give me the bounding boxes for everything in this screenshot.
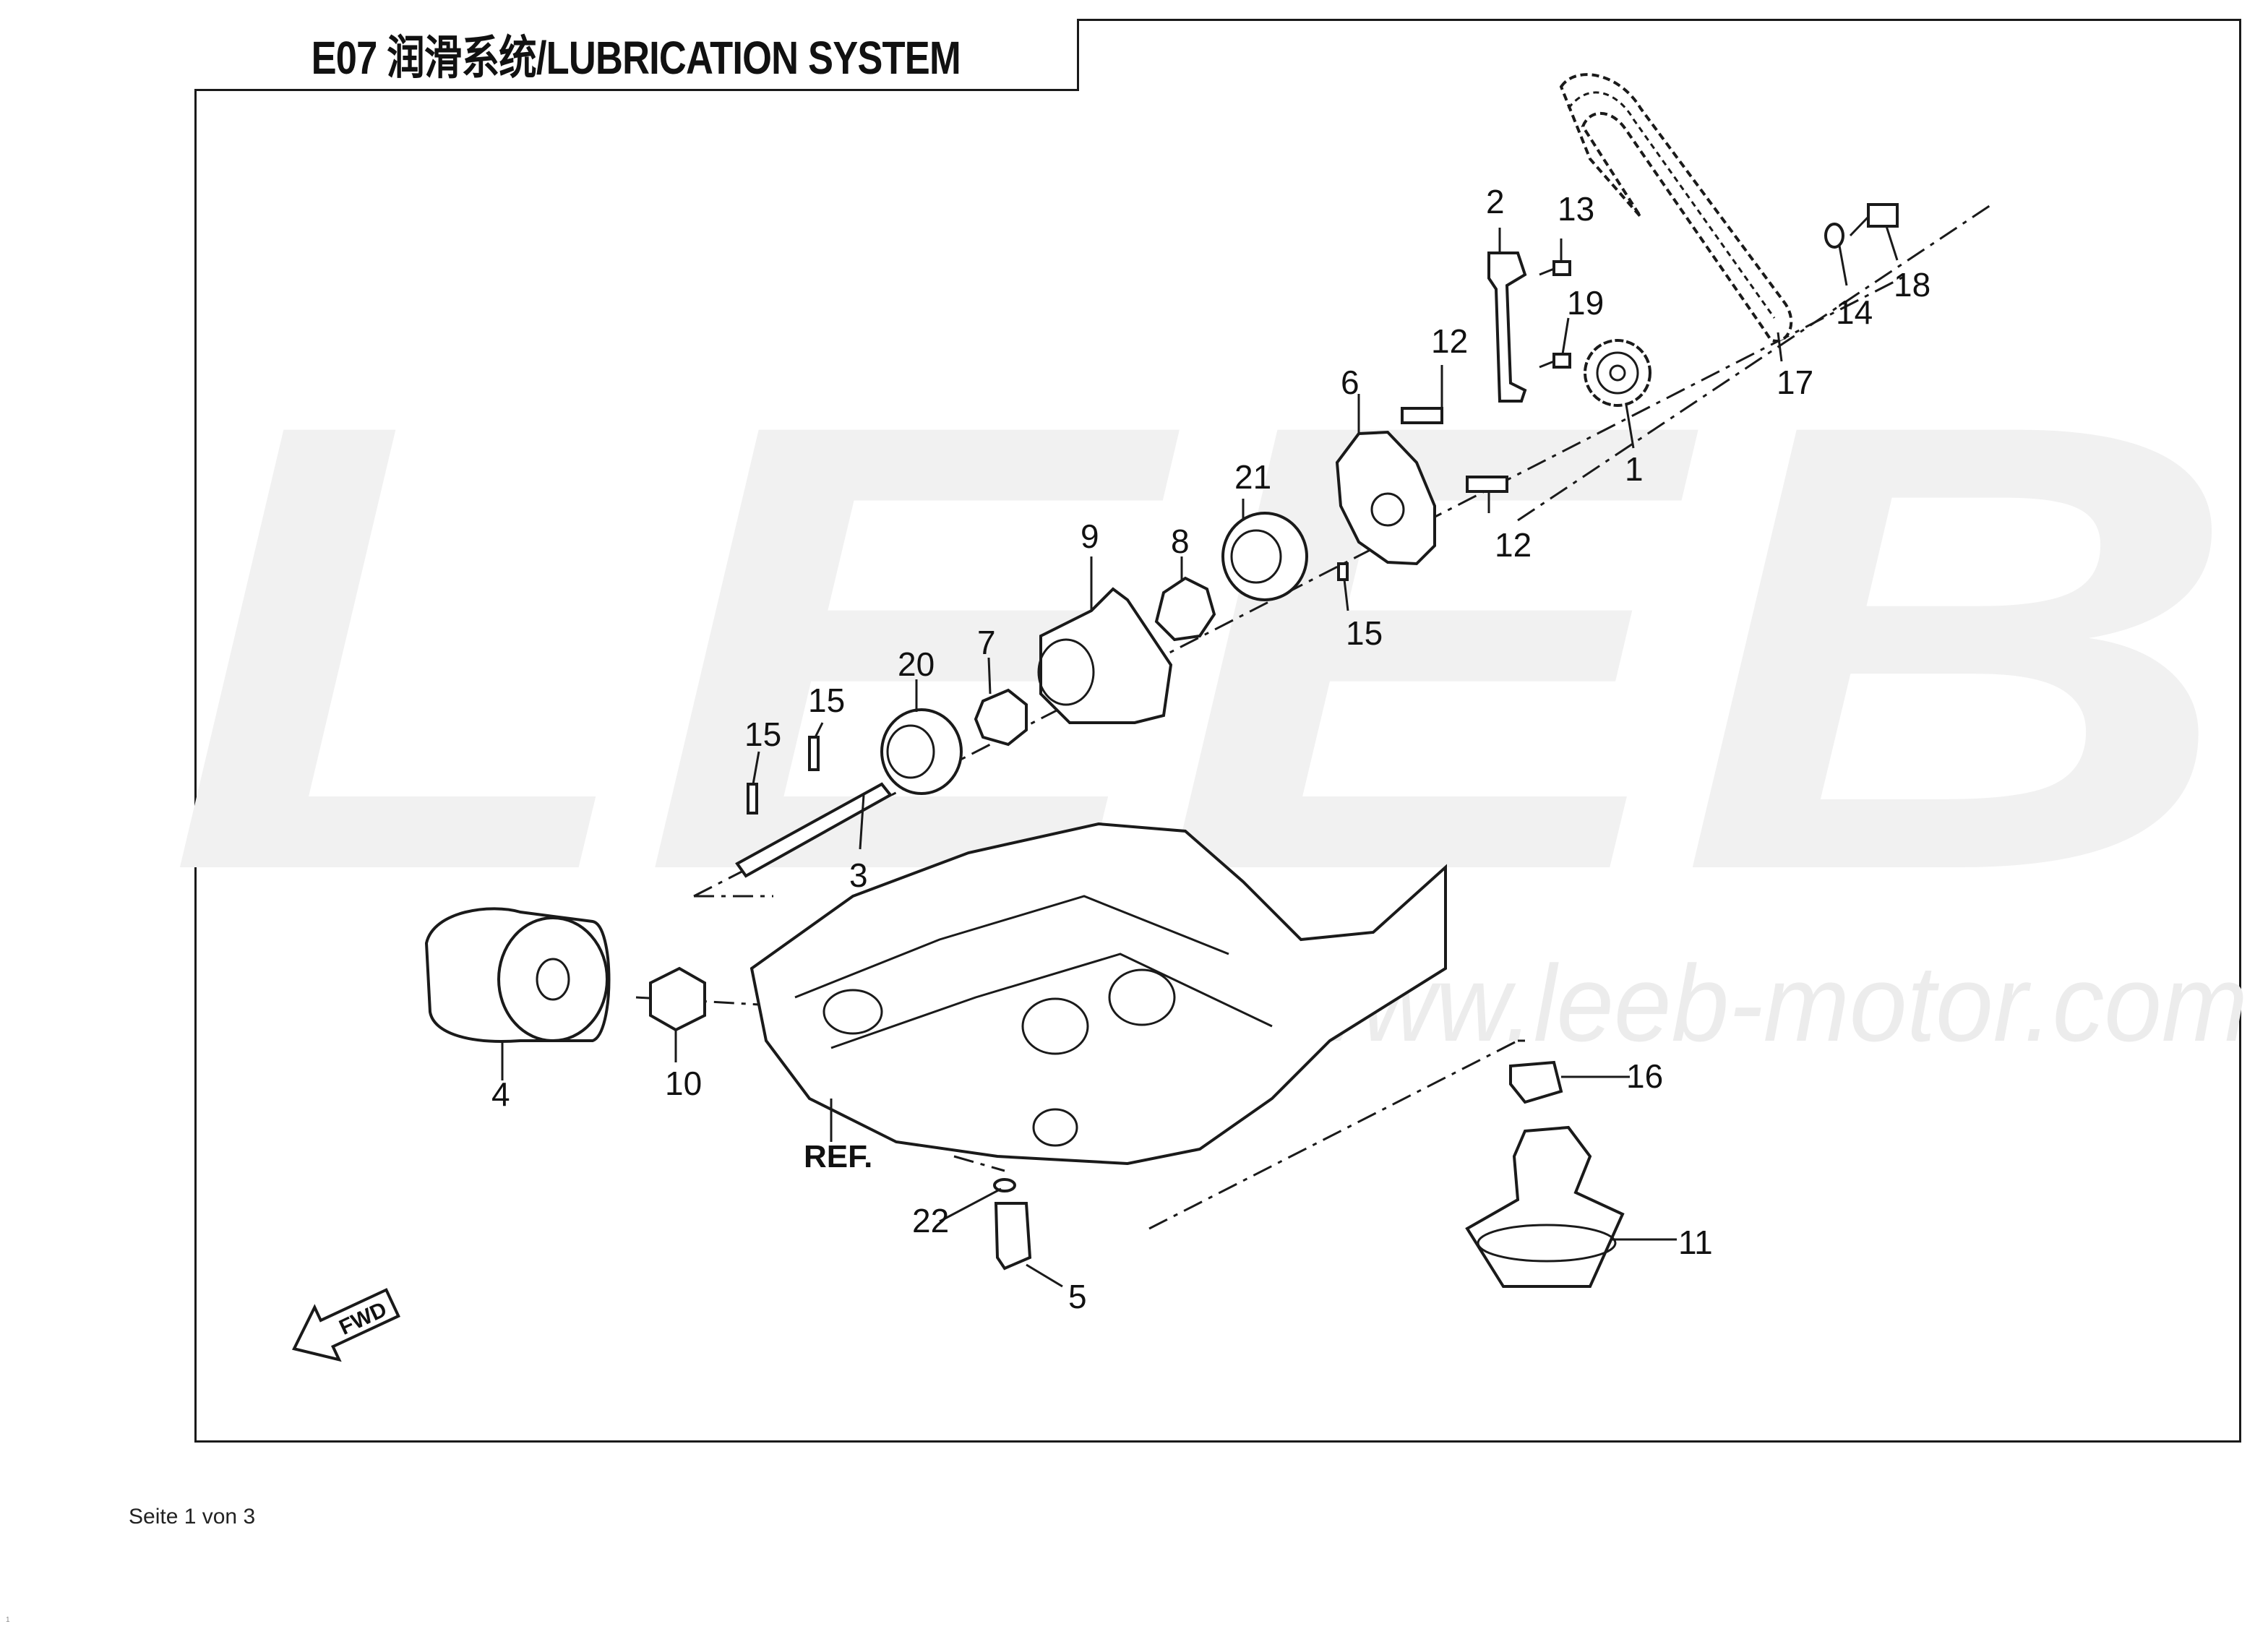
- outer-rotor-2: [1221, 512, 1308, 601]
- crankcase: [749, 822, 1447, 1166]
- callout-22: 22: [912, 1202, 949, 1239]
- callout-2: 2: [1486, 183, 1505, 220]
- oil-strainer: [1465, 1125, 1625, 1288]
- small-bolts: [1539, 260, 1571, 369]
- callout-15c: 15: [1346, 614, 1383, 652]
- forward-arrow: FWD: [292, 1288, 400, 1362]
- inner-rotor-2: [1154, 576, 1216, 642]
- callout-12b: 12: [1495, 526, 1532, 564]
- strainer-seal: [1509, 1060, 1563, 1104]
- callout-labels: 1 2 3 4 5 6 7 8 9 10 11 12 12 13 14 15 1…: [491, 183, 1930, 1315]
- callout-17: 17: [1777, 364, 1813, 401]
- page-number: Seite 1 von 3: [129, 1505, 256, 1529]
- drawing-frame: [194, 19, 2241, 1443]
- callout-20: 20: [898, 645, 935, 683]
- callout-1: 1: [1625, 450, 1644, 488]
- outer-rotor-1: [880, 708, 963, 795]
- leader-lines: [501, 225, 1899, 1288]
- ref-label: REF.: [804, 1139, 872, 1174]
- timing-chain: [1559, 73, 1793, 343]
- title-box: E07 润滑系统/LUBRICATION SYSTEM: [194, 19, 1079, 91]
- assembly-lines: [635, 201, 1996, 1230]
- corner-mark: 1: [6, 1616, 10, 1624]
- filter-connector: [649, 966, 706, 1032]
- callout-14: 14: [1836, 293, 1873, 331]
- callout-12a: 12: [1431, 322, 1468, 360]
- inner-rotor-1: [974, 688, 1028, 747]
- pump-shaft: [735, 562, 1349, 878]
- callout-4: 4: [491, 1075, 510, 1113]
- callout-13: 13: [1558, 190, 1594, 228]
- pressure-sensor: [993, 1178, 1032, 1271]
- callout-18: 18: [1894, 266, 1930, 304]
- oil-filter: [424, 907, 611, 1043]
- callout-19: 19: [1567, 284, 1604, 322]
- callout-15a: 15: [744, 715, 781, 753]
- callout-3: 3: [849, 856, 868, 894]
- oil-pump-body: [1037, 587, 1173, 724]
- callout-21: 21: [1234, 458, 1271, 496]
- callout-15b: 15: [808, 682, 845, 719]
- pump-cover-bolts: [1401, 407, 1508, 493]
- chain-guide: [1487, 252, 1527, 403]
- callout-16: 16: [1626, 1057, 1663, 1095]
- callout-7: 7: [977, 624, 996, 661]
- callout-8: 8: [1171, 523, 1190, 560]
- callout-6: 6: [1341, 364, 1359, 401]
- callout-5: 5: [1068, 1278, 1087, 1315]
- callout-11: 11: [1678, 1224, 1713, 1261]
- callout-9: 9: [1081, 517, 1099, 555]
- oil-pump-cover: [1335, 430, 1436, 566]
- page-title: E07 润滑系统/LUBRICATION SYSTEM: [311, 31, 961, 84]
- oil-pump-sprocket: [1584, 339, 1651, 407]
- sprocket-bolt: [1824, 203, 1899, 249]
- callout-10: 10: [665, 1065, 702, 1102]
